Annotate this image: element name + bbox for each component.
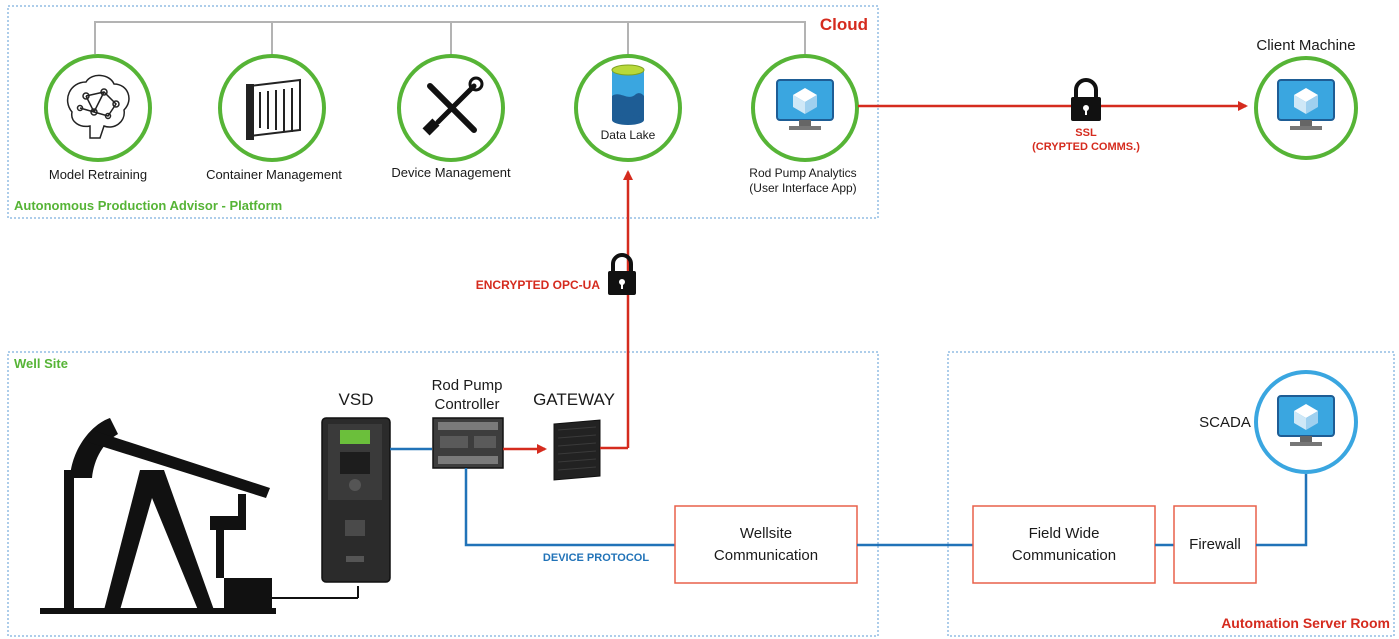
model-retraining-label: Model Retraining (49, 167, 147, 182)
brain-network-icon (66, 74, 130, 139)
field-wide-communication-box: Field Wide Communication (972, 505, 1156, 584)
cloud-bus (94, 21, 806, 54)
ssl-sub-label: (CRYPTED COMMS.) (1032, 141, 1140, 153)
device-management-node: Device Management (391, 54, 511, 180)
client-monitor-icon (1277, 79, 1335, 130)
rpc-to-wellsite-comm-link (464, 468, 675, 547)
data-lake-icon (611, 64, 645, 125)
rpc-label-2: Controller (434, 396, 499, 413)
data-lake-node: Data Lake (574, 54, 682, 162)
tools-icon (422, 76, 484, 136)
opc-ua-label: ENCRYPTED OPC-UA (476, 278, 601, 292)
wellsite-communication-box: Wellsite Communication (674, 505, 858, 584)
client-machine-node: Client Machine (1254, 37, 1358, 160)
firewall-label: Firewall (1189, 536, 1241, 553)
gateway-label: GATEWAY (533, 390, 615, 409)
container-icon (246, 78, 301, 140)
scada-label: SCADA (1199, 414, 1251, 431)
ssl-label: SSL (1075, 127, 1097, 139)
wellsite-region (7, 351, 879, 637)
vsd-device (321, 417, 391, 583)
opc-lock-icon (608, 253, 636, 295)
device-management-label: Device Management (391, 165, 511, 180)
field-comm-label-2: Communication (1012, 547, 1116, 564)
field-comm-label-1: Field Wide (1029, 525, 1100, 542)
ssl-lock-icon (1071, 78, 1101, 121)
rpc-label-1: Rod Pump (432, 377, 503, 394)
wellsite-comm-label-1: Wellsite (740, 525, 792, 542)
cloud-title: Cloud (820, 15, 868, 34)
cloud-region (7, 5, 879, 219)
server-room-region (947, 351, 1395, 637)
rod-pump-analytics-label-1: Rod Pump Analytics (749, 166, 856, 180)
scada-node (1254, 370, 1358, 474)
server-room-title: Automation Server Room (1221, 615, 1390, 631)
wellsite-title: Well Site (14, 356, 68, 371)
vsd-label: VSD (339, 390, 374, 409)
rod-pump-analytics-label-2: (User Interface App) (749, 181, 856, 195)
device-protocol-label: DEVICE PROTOCOL (543, 552, 649, 564)
wellsite-comm-label-2: Communication (714, 547, 818, 564)
scada-monitor-icon (1277, 395, 1335, 446)
gateway-device (553, 419, 601, 481)
firewall-to-scada-link (1256, 474, 1308, 547)
platform-label: Autonomous Production Advisor - Platform (14, 198, 282, 213)
client-machine-label: Client Machine (1256, 37, 1355, 54)
container-management-label: Container Management (206, 167, 342, 182)
rod-pump-analytics-node: Rod Pump Analytics (User Interface App) (749, 54, 859, 195)
data-lake-label: Data Lake (601, 128, 656, 142)
model-retraining-node: Model Retraining (44, 54, 152, 182)
monitor-cube-icon (776, 79, 834, 130)
firewall-box: Firewall (1173, 505, 1257, 584)
container-management-node: Container Management (206, 54, 342, 182)
pump-jack-icon (40, 418, 276, 614)
rod-pump-controller-device (432, 417, 504, 469)
